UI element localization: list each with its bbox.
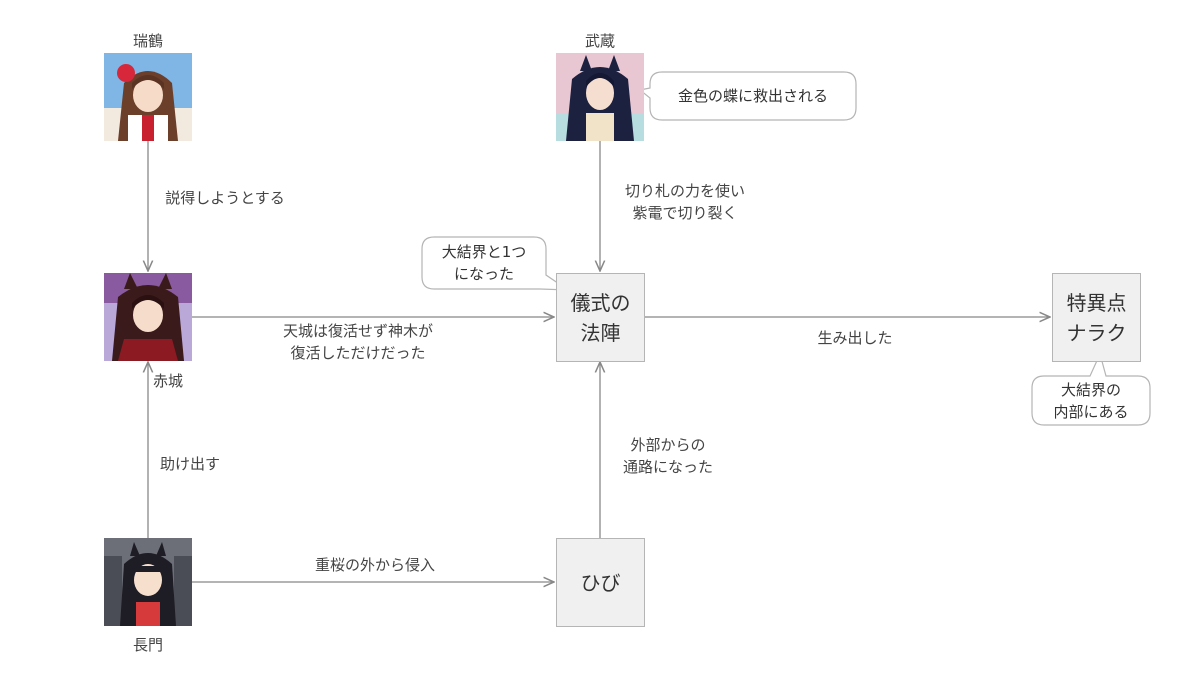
node-naraku: 特異点 ナラク [1052,273,1141,362]
name-akagi: 赤城 [152,372,183,390]
edge-label-akagi-ritual: 天城は復活せず神木が 復活しただけだった [282,322,433,362]
name-nagato: 長門 [132,636,163,654]
callout-bubble-naraku [1031,352,1151,426]
edge-label-musashi-ritual: 切り札の力を使い 紫電で切り裂く [624,182,745,222]
portrait-akagi [104,273,192,361]
edge-label-ritual-naraku: 生み出した [817,329,893,347]
edge-label-nagato-akagi: 助け出す [159,455,220,473]
callout-bubble-musashi [638,71,857,121]
edge-label-nagato-crack: 重桜の外から侵入 [314,556,435,574]
portrait-nagato [104,538,192,626]
callout-text-naraku: 大結界の 内部にある [1053,380,1129,421]
node-ritual: 儀式の 法陣 [556,273,645,362]
callout-bubble-ritual [421,236,571,291]
edge-label-zuikaku-akagi: 説得しようとする [165,189,285,207]
portrait-zuikaku [104,53,192,141]
node-crack: ひび [556,538,645,627]
callout-text-musashi: 金色の蝶に救出される [677,87,828,105]
edge-label-crack-ritual: 外部からの 通路になった [622,436,713,476]
name-musashi: 武蔵 [584,32,615,50]
portrait-musashi [556,53,644,141]
callout-text-ritual: 大結界と1つ になった [441,243,527,283]
name-zuikaku: 瑞鶴 [132,32,163,50]
